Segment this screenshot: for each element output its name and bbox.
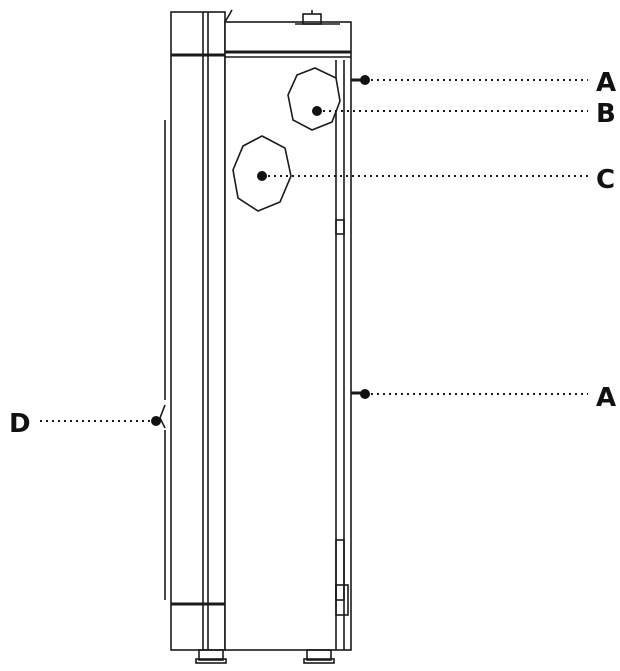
rail-bracket bbox=[335, 219, 345, 235]
dot-c bbox=[257, 171, 267, 181]
hinge-d bbox=[159, 404, 166, 429]
foot-right-base bbox=[303, 658, 335, 664]
front-door-panel bbox=[170, 11, 226, 651]
dot-a-bottom bbox=[360, 389, 370, 399]
unit-outline bbox=[159, 9, 363, 664]
label-a-top: A bbox=[596, 68, 616, 98]
dot-b bbox=[312, 106, 322, 116]
leader-lines bbox=[40, 79, 588, 422]
dot-d bbox=[151, 416, 161, 426]
label-d: D bbox=[9, 409, 31, 439]
foot-right bbox=[306, 649, 332, 661]
knockout-b bbox=[287, 67, 341, 131]
foot-left-base bbox=[195, 658, 227, 664]
top-hinge-mark bbox=[224, 9, 233, 23]
dot-a-top bbox=[360, 75, 370, 85]
main-body bbox=[224, 21, 352, 651]
rail-bracket-3 bbox=[335, 584, 349, 616]
callout-dots bbox=[151, 75, 370, 426]
label-b: B bbox=[596, 99, 616, 129]
label-a-bottom: A bbox=[596, 383, 616, 413]
rail-bracket-2 bbox=[335, 539, 345, 601]
foot-left bbox=[198, 649, 224, 661]
label-c: C bbox=[596, 165, 615, 195]
